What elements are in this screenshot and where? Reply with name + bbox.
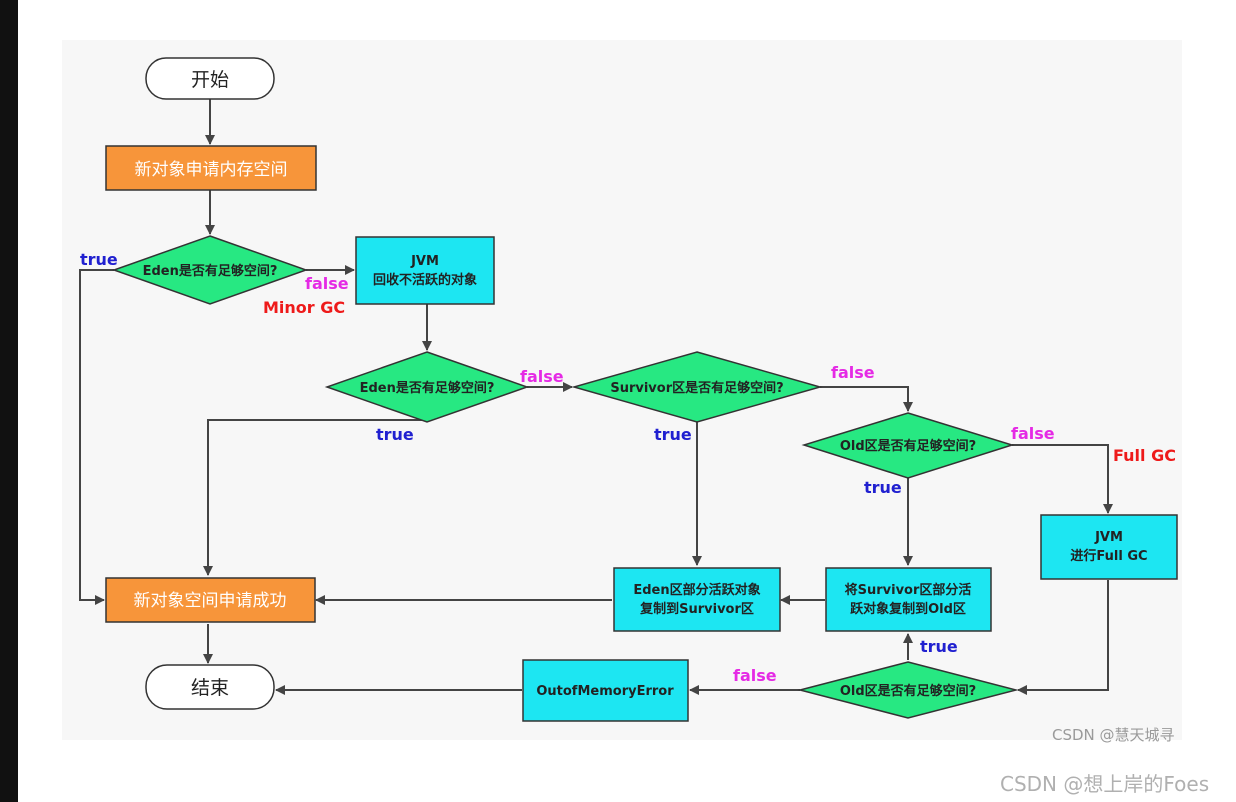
label-d2-true: true (376, 425, 414, 444)
jvm1-line1: JVM (410, 254, 439, 269)
left-edge-strip (0, 0, 18, 802)
jvm2-line1: JVM (1094, 530, 1123, 545)
decision-old-1 (801, 412, 1015, 479)
edges (79, 99, 1113, 695)
watermark-large: CSDN @想上岸的Foes (1000, 772, 1210, 796)
label-d5-true: true (920, 637, 958, 656)
edge-d1-true (79, 269, 114, 605)
decision-survivor-label: Survivor区是否有足够空间? (610, 380, 783, 396)
watermark-small: CSDN @慧天城寻 (1052, 726, 1175, 744)
copy-survivor-line1: 将Survivor区部分活 (845, 582, 972, 598)
label-d3-false: false (831, 363, 875, 382)
edge-d4-false (1012, 444, 1113, 514)
label-d3-true: true (654, 425, 692, 444)
success-process (105, 577, 316, 623)
success-label: 新对象空间申请成功 (134, 591, 287, 611)
alloc-label: 新对象申请内存空间 (135, 160, 288, 180)
decision-old-2-label: Old区是否有足够空间? (840, 683, 976, 699)
decision-old-2 (797, 661, 1019, 719)
edge-d2-true (203, 419, 427, 576)
copy-eden-line2: 复制到Survivor区 (639, 601, 754, 617)
label-minor-gc: Minor GC (263, 298, 345, 317)
edge-jvm2-d5 (1017, 580, 1109, 695)
start-label: 开始 (191, 69, 229, 91)
decision-eden-1-label: Eden是否有足够空间? (143, 263, 278, 279)
decision-eden-2-label: Eden是否有足够空间? (360, 380, 495, 396)
label-d1-false: false (305, 274, 349, 293)
decision-survivor (571, 351, 823, 423)
label-d4-true: true (864, 478, 902, 497)
end-terminal (145, 664, 275, 710)
copy-eden-line1: Eden区部分活跃对象 (633, 582, 760, 598)
copy-survivor-process (825, 567, 992, 632)
end-label: 结束 (191, 677, 229, 699)
decision-old-1-label: Old区是否有足够空间? (840, 438, 976, 454)
label-d1-true: true (80, 250, 118, 269)
alloc-process (105, 145, 317, 191)
label-d2-false: false (520, 367, 564, 386)
copy-survivor-line2: 跃对象复制到Old区 (850, 601, 966, 617)
decision-eden-1 (111, 235, 309, 305)
jvm1-line2: 回收不活跃的对象 (373, 272, 477, 288)
jvm-full-gc-process (1040, 514, 1178, 580)
edge-d3-false (820, 386, 913, 412)
decision-eden-2 (324, 351, 530, 423)
oom-label: OutofMemoryError (536, 684, 674, 699)
jvm2-line2: 进行Full GC (1070, 548, 1147, 564)
start-terminal (145, 57, 275, 100)
label-d5-false: false (733, 666, 777, 685)
copy-eden-process (613, 567, 781, 632)
jvm-minor-gc-process (355, 236, 495, 305)
oom-process (522, 659, 689, 722)
label-d4-false: false (1011, 424, 1055, 443)
label-full-gc: Full GC (1113, 446, 1176, 465)
